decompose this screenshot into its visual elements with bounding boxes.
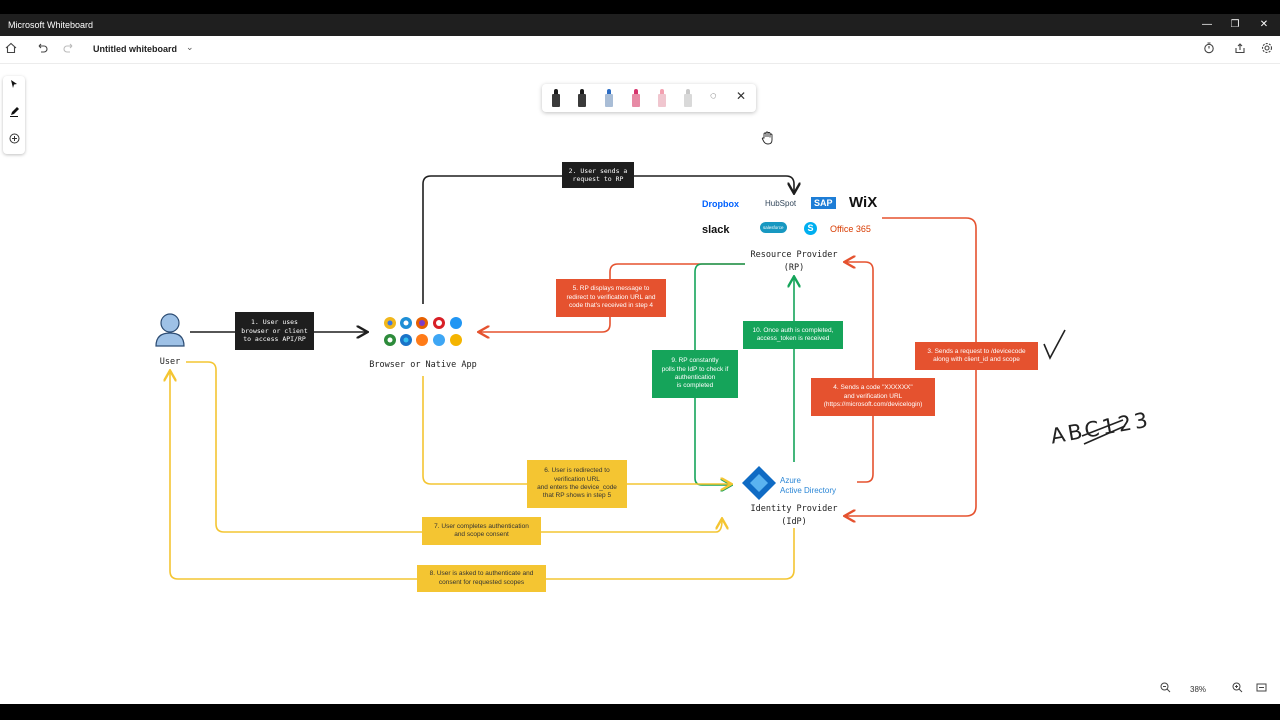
black-pen-2-icon[interactable] xyxy=(578,89,586,107)
azure-ad-label: Azure Active Directory xyxy=(780,476,837,496)
eraser-icon[interactable] xyxy=(684,89,692,107)
top-toolbar: Untitled whiteboard ⌄ xyxy=(0,36,1280,64)
pen-tray: ◌ ✕ xyxy=(542,84,756,112)
identity-provider-label: Identity Provider (IdP) xyxy=(750,504,838,527)
step-2-label: 2. User sends a request to RP xyxy=(562,162,634,188)
step-6-label: 6. User is redirected to verification UR… xyxy=(527,460,627,508)
arrow-step-7 xyxy=(186,361,722,533)
home-icon[interactable] xyxy=(3,42,19,58)
wix-logo: WiX xyxy=(849,194,878,211)
step-9-label: 9. RP constantly polls the IdP to check … xyxy=(652,350,738,398)
left-tool-rail xyxy=(3,76,25,154)
arrow-step-8 xyxy=(170,372,795,580)
step-1-label: 1. User uses browser or client to access… xyxy=(235,312,314,350)
salesforce-logo: salesforce xyxy=(760,222,787,233)
skype-logo: S xyxy=(804,222,817,235)
close-icon[interactable]: ✕ xyxy=(736,89,747,103)
settings-icon[interactable] xyxy=(1259,42,1275,58)
zoom-controls: 38% xyxy=(1152,678,1276,702)
blue-pen-icon[interactable] xyxy=(605,89,613,107)
arrow-step-6 xyxy=(422,376,730,484)
resource-provider-label: Resource Provider (RP) xyxy=(750,250,838,273)
red-pen-icon[interactable] xyxy=(632,89,640,107)
timer-icon[interactable] xyxy=(1201,42,1217,58)
zoom-out-icon[interactable] xyxy=(1158,682,1172,696)
fit-to-screen-icon[interactable] xyxy=(1254,682,1268,696)
minimize-button[interactable]: — xyxy=(1202,19,1212,30)
window-title: Microsoft Whiteboard xyxy=(8,20,94,30)
add-icon[interactable] xyxy=(6,133,22,149)
browser-label: Browser or Native App xyxy=(369,360,477,370)
select-tool-icon[interactable] xyxy=(6,79,22,95)
step-8-label: 8. User is asked to authenticate and con… xyxy=(417,565,546,592)
step-3-label: 3. Sends a request to /devicecode along … xyxy=(915,342,1038,370)
share-icon[interactable] xyxy=(1232,42,1248,58)
step-4-label: 4. Sends a code "XXXXXX" and verificatio… xyxy=(811,378,935,416)
zoom-in-icon[interactable] xyxy=(1230,682,1244,696)
step-7-label: 7. User completes authentication and sco… xyxy=(422,517,541,545)
browser-icons xyxy=(384,317,462,346)
highlighter-icon[interactable] xyxy=(658,89,666,107)
lasso-select-icon[interactable]: ◌ xyxy=(710,90,717,102)
step-5-label: 5. RP displays message to redirect to ve… xyxy=(556,279,666,317)
hubspot-logo: HubSpot xyxy=(765,199,797,208)
user-label: User xyxy=(159,357,181,367)
underline-ink xyxy=(1081,419,1126,445)
dropbox-logo: Dropbox xyxy=(702,199,739,209)
user-icon xyxy=(155,313,185,347)
step-10-label: 10. Once auth is completed, access_token… xyxy=(743,321,843,349)
sap-logo: SAP xyxy=(811,197,836,209)
office365-logo: Office 365 xyxy=(830,224,871,234)
zoom-level[interactable]: 38% xyxy=(1190,685,1207,694)
hand-cursor-icon xyxy=(761,131,773,145)
redo-icon[interactable] xyxy=(61,42,77,58)
whiteboard-title[interactable]: Untitled whiteboard xyxy=(93,44,177,54)
undo-icon[interactable] xyxy=(34,42,50,58)
azure-ad-logo xyxy=(742,466,776,500)
checkmark-ink xyxy=(1043,329,1066,360)
chevron-down-icon[interactable]: ⌄ xyxy=(186,42,194,52)
maximize-button[interactable]: ❐ xyxy=(1230,19,1240,30)
diagram-canvas[interactable] xyxy=(0,36,1280,704)
pen-tool-icon[interactable] xyxy=(6,106,22,122)
arrow-step-4 xyxy=(846,262,874,483)
title-bar: Microsoft Whiteboard — ❐ ✕ xyxy=(0,14,1280,36)
close-window-button[interactable]: ✕ xyxy=(1259,19,1269,30)
whiteboard-app: Untitled whiteboard ⌄ xyxy=(0,36,1280,704)
slack-logo: slack xyxy=(702,224,730,236)
black-pen-icon[interactable] xyxy=(552,89,560,107)
